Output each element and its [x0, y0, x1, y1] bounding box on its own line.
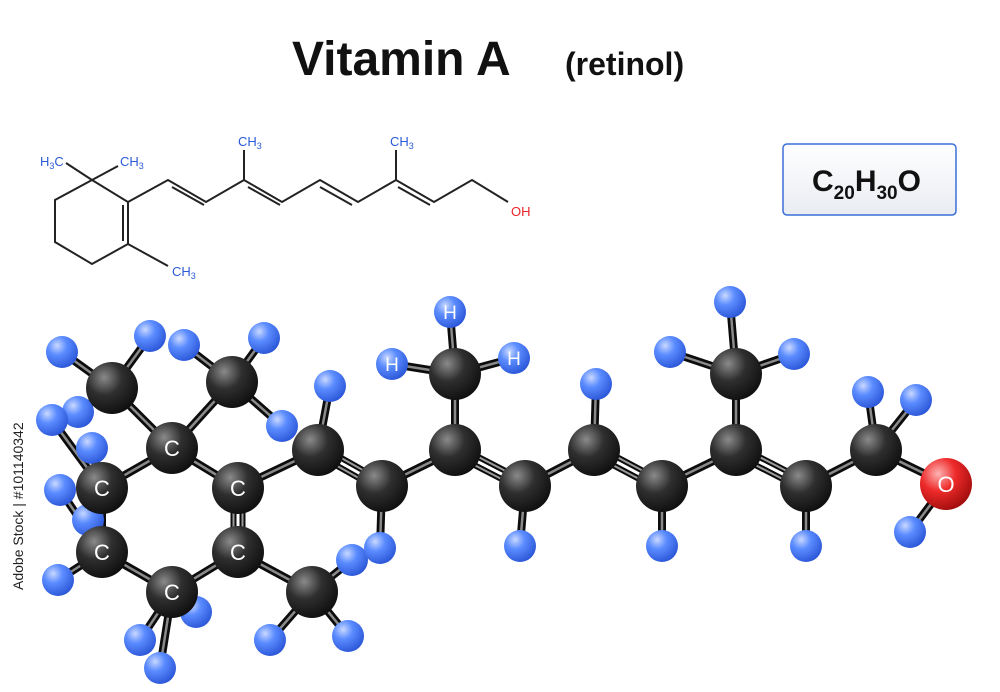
- carbon-atom-label: C: [94, 540, 110, 565]
- oxygen-atom: O: [920, 458, 972, 510]
- hydrogen-atom: [36, 404, 68, 436]
- hydrogen-atom: [336, 544, 368, 576]
- carbon-atom: C: [146, 422, 198, 474]
- molecular-formula: C20H30O: [812, 165, 921, 204]
- hydrogen-atom: [900, 384, 932, 416]
- carbon-atom: C: [146, 566, 198, 618]
- carbon-atom-label: C: [230, 476, 246, 501]
- carbon-atom: [286, 566, 338, 618]
- carbon-atom: [429, 348, 481, 400]
- carbon-atom: [206, 356, 258, 408]
- hydrogen-atom: [852, 376, 884, 408]
- hydrogen-atom: [254, 624, 286, 656]
- skeletal-labels: H3C CH3 CH3 CH3 CH3: [40, 134, 414, 281]
- hydrogen-atom: [248, 322, 280, 354]
- atom-layer: H H H C C C C C C O: [36, 286, 972, 684]
- carbon-atom: [710, 348, 762, 400]
- carbon-atom: [710, 424, 762, 476]
- hydrogen-atom: [134, 320, 166, 352]
- hydrogen-atom-label: H: [443, 303, 457, 324]
- label-ch3-ring-bottom: CH3: [172, 264, 196, 281]
- carbon-atom: C: [76, 462, 128, 514]
- hydrogen-atom: H: [498, 342, 530, 374]
- carbon-atom: [356, 460, 408, 512]
- carbon-atom: [292, 424, 344, 476]
- label-oh: OH: [511, 204, 531, 219]
- hydrogen-atom: [266, 410, 298, 442]
- hydrogen-atom: [778, 338, 810, 370]
- hydrogen-atom: [646, 530, 678, 562]
- hydrogen-atom: [894, 516, 926, 548]
- carbon-atom: C: [212, 462, 264, 514]
- hydrogen-atom: [364, 532, 396, 564]
- label-ch3-chain-1: CH3: [238, 134, 262, 151]
- hydrogen-atom: [580, 368, 612, 400]
- hydrogen-atom: [332, 620, 364, 652]
- molecular-formula-box: C20H30O: [782, 143, 957, 216]
- hydrogen-atom: [314, 370, 346, 402]
- carbon-atom-label: C: [164, 580, 180, 605]
- skeletal-formula: [54, 150, 509, 267]
- hydrogen-atom: [76, 432, 108, 464]
- carbon-atom: [568, 424, 620, 476]
- carbon-atom: [636, 460, 688, 512]
- stock-id: Adobe Stock | #101140342: [10, 422, 26, 590]
- label-ch3-chain-2: CH3: [390, 134, 414, 151]
- carbon-atom: [780, 460, 832, 512]
- carbon-atom: C: [212, 526, 264, 578]
- hydrogen-atom: [144, 652, 176, 684]
- title-main: Vitamin A: [292, 33, 511, 86]
- carbon-atom: C: [76, 526, 128, 578]
- hydrogen-atom: [124, 624, 156, 656]
- hydrogen-atom: H: [434, 296, 466, 328]
- oxygen-atom-label: O: [937, 472, 954, 497]
- label-ch3-ring-top: CH3: [120, 154, 144, 171]
- hydrogen-atom: H: [376, 348, 408, 380]
- hydrogen-atom: [42, 564, 74, 596]
- carbon-atom-label: C: [230, 540, 246, 565]
- carbon-atom: [850, 424, 902, 476]
- hydrogen-atom-label: H: [385, 355, 399, 376]
- title-sub: (retinol): [565, 46, 684, 82]
- carbon-atom: [86, 362, 138, 414]
- carbon-atom-label: C: [94, 476, 110, 501]
- hydrogen-atom: [62, 396, 94, 428]
- hydrogen-atom: [504, 530, 536, 562]
- carbon-atom-label: C: [164, 436, 180, 461]
- hydrogen-atom-label: H: [507, 349, 521, 370]
- hydrogen-atom: [46, 336, 78, 368]
- ball-and-stick-model: H H H C C C C C C O: [36, 286, 972, 684]
- label-h3c-left: H3C: [40, 154, 64, 171]
- hydrogen-atom: [790, 530, 822, 562]
- carbon-atom: [429, 424, 481, 476]
- carbon-atom: [499, 460, 551, 512]
- hydrogen-atom: [44, 474, 76, 506]
- hydrogen-atom: [654, 336, 686, 368]
- hydrogen-atom: [168, 329, 200, 361]
- hydrogen-atom: [714, 286, 746, 318]
